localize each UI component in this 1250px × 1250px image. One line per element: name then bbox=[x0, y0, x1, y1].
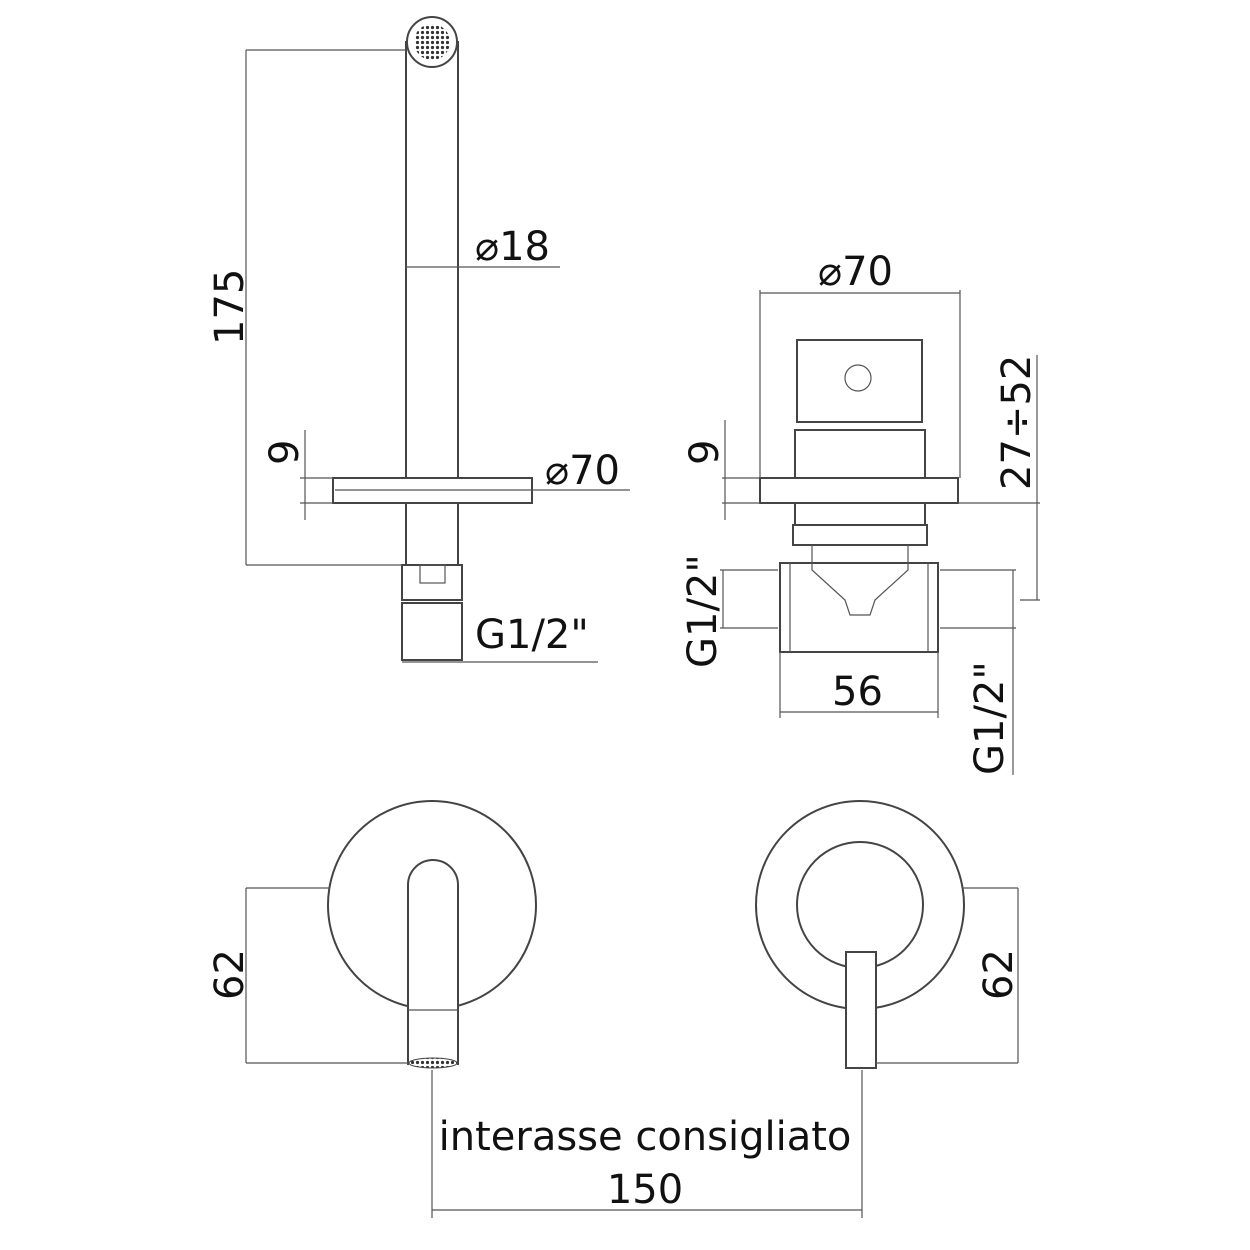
valve-flange bbox=[759, 477, 959, 504]
spacing-dimension: 150 bbox=[607, 1167, 683, 1213]
valve-flange-diameter-dimension: ⌀70 bbox=[818, 249, 893, 295]
spout-height-dimension: 62 bbox=[207, 949, 253, 1000]
thread-connection bbox=[401, 602, 463, 661]
valve-flange-thickness-dimension: 9 bbox=[682, 440, 728, 465]
aerator-mesh-icon bbox=[414, 24, 450, 60]
spout-diameter-dimension: ⌀18 bbox=[475, 224, 550, 270]
height-dimension: 175 bbox=[207, 269, 253, 345]
front-view: 62 62 interasse consigliato 150 bbox=[207, 800, 1022, 1218]
inlet-right-dimension: G1/2" bbox=[967, 661, 1013, 775]
spout-front bbox=[407, 859, 459, 1065]
connection-dimension: G1/2" bbox=[475, 612, 589, 658]
lever-handle bbox=[845, 951, 877, 1069]
cap-hole bbox=[844, 364, 872, 392]
valve-body bbox=[779, 562, 939, 653]
spout-side-view: 175 ⌀18 9 ⌀70 G1/2" bbox=[207, 16, 630, 663]
lever-hub bbox=[796, 841, 924, 969]
depth-range-dimension: 27÷52 bbox=[994, 355, 1040, 490]
handle-cap bbox=[796, 339, 923, 423]
valve-side-view: ⌀70 9 27÷52 G1/2" 56 G1/2" bbox=[680, 249, 1040, 775]
lever-height-dimension: 62 bbox=[976, 949, 1022, 1000]
body-width-dimension: 56 bbox=[832, 669, 883, 715]
flange-diameter-dimension: ⌀70 bbox=[545, 448, 620, 494]
spacing-caption: interasse consigliato bbox=[439, 1114, 852, 1160]
flange-thickness-dimension: 9 bbox=[262, 440, 308, 465]
inlet-left-dimension: G1/2" bbox=[680, 554, 726, 668]
outlet-icon bbox=[408, 1057, 458, 1069]
